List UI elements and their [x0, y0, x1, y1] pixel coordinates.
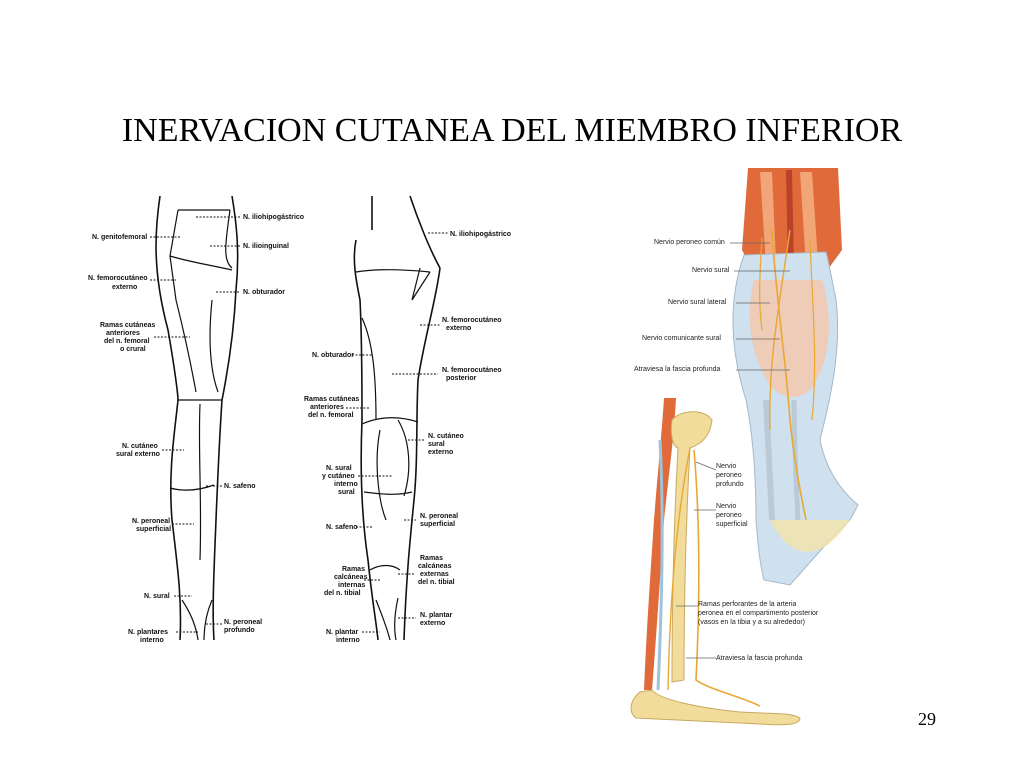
posterior-leg-drawing: [353, 195, 441, 641]
label-del-n-femoral: del n. femoral: [104, 338, 150, 345]
label-vasos-tibia: (vasos en la tibia y a su alrededor): [698, 619, 805, 626]
label-safeno-post: N. safeno: [326, 524, 358, 531]
label-interno: interno: [334, 481, 358, 488]
label-del-n-femoral-post: del n. femoral: [308, 412, 354, 419]
anterior-labels-right: N. iliohipogástrico N. ilioinguinal N. o…: [196, 214, 304, 634]
label-calcaneas-ext: calcáneas: [418, 563, 452, 570]
label-peroneal: N. peroneal: [132, 518, 170, 525]
label-safeno: N. safeno: [224, 483, 256, 490]
label-femorocutaneo-posterior: N. femorocutáneo: [442, 367, 502, 374]
label-superficial-side: superficial: [716, 521, 748, 528]
label-del-n-tibial-int: del n. tibial: [324, 590, 361, 597]
label-genitofemoral: N. genitofemoral: [92, 234, 147, 241]
label-iliohipogastrico: N. iliohipogástrico: [243, 214, 304, 221]
label-nervio-1: Nervio: [716, 463, 736, 470]
label-ilioinguinal: N. ilioinguinal: [243, 243, 289, 250]
label-ramas-externas: Ramas: [420, 555, 443, 562]
label-cutaneo: N. cutáneo: [122, 443, 158, 450]
label-anteriores-post: anteriores: [310, 404, 344, 411]
label-externas: externas: [420, 571, 449, 578]
label-femorocutaneo-post: N. femorocutáneo: [442, 317, 502, 324]
anterior-labels-left: N. genitofemoral N. femorocutáneo extern…: [88, 234, 198, 644]
label-del-n-tibial-ext: del n. tibial: [418, 579, 455, 586]
label-plantar-externo-2: externo: [420, 620, 445, 627]
label-calcaneas-int: calcáneas: [334, 574, 368, 581]
label-sural: N. sural: [144, 593, 170, 600]
label-profundo: profundo: [224, 627, 255, 634]
label-plantares: N. plantares: [128, 629, 168, 636]
label-plantar-interno-2: interno: [336, 637, 360, 644]
label-nervio-comunicante-sural: Nervio comunicante sural: [642, 335, 721, 342]
label-femorocutaneo: N. femorocutáneo: [88, 275, 148, 282]
label-obturador: N. obturador: [243, 289, 285, 296]
label-peroneal-profundo: N. peroneal: [224, 619, 262, 626]
label-externo-right: externo: [428, 449, 453, 456]
label-atraviesa-fascia: Atraviesa la fascia profunda: [634, 366, 720, 373]
lateral-leg-labels: Nervio peroneo profundo Nervio peroneo s…: [676, 461, 819, 662]
label-sural-right: sural: [428, 441, 445, 448]
calf-labels: Nervio peroneo común Nervio sural Nervio…: [634, 239, 790, 373]
label-o-crural: o crural: [120, 346, 146, 353]
anterior-leg-drawing: [155, 195, 239, 641]
label-peronea-compartimento: peronea en el compartimento posterior: [698, 610, 819, 617]
label-ramas-cutaneas: Ramas cutáneas: [100, 322, 155, 329]
label-sural-post: N. sural: [326, 465, 352, 472]
label-sural-2: sural: [338, 489, 355, 496]
label-cutaneo-post: N. cutáneo: [428, 433, 464, 440]
lateral-leg-illustration: [630, 398, 801, 726]
label-nervio-2: Nervio: [716, 503, 736, 510]
label-obturador-post: N. obturador: [312, 352, 354, 359]
label-plantares-interno: interno: [140, 637, 164, 644]
label-nervio-sural-lateral: Nervio sural lateral: [668, 299, 727, 306]
label-profundo-side: profundo: [716, 481, 744, 488]
label-ramas-internas: Ramas: [342, 566, 365, 573]
label-plantar-externo: N. plantar: [420, 612, 453, 619]
label-y-cutaneo: y cutáneo: [322, 473, 355, 480]
label-nervio-peroneo-comun: Nervio peroneo común: [654, 239, 725, 246]
label-femorocutaneo-externo-post: externo: [446, 325, 471, 332]
label-ramas-perforantes: Ramas perforantes de la arteria: [698, 601, 797, 608]
label-iliohipogastrico-post: N. iliohipogástrico: [450, 231, 511, 238]
posterior-labels-left: N. obturador Ramas cutáneas anteriores d…: [304, 352, 392, 644]
label-nervio-sural: Nervio sural: [692, 267, 730, 274]
label-sural-externo: sural externo: [116, 451, 160, 458]
calf-illustration: [732, 168, 859, 586]
label-ramas-cutaneas-post: Ramas cutáneas: [304, 396, 359, 403]
label-internas: internas: [338, 582, 365, 589]
label-peroneal-superficial: superficial: [136, 526, 171, 533]
label-femorocutaneo-externo: externo: [112, 284, 137, 291]
label-plantar-interno: N. plantar: [326, 629, 359, 636]
page-number: 29: [918, 709, 936, 729]
label-peroneo-2: peroneo: [716, 512, 742, 519]
slide-title: INERVACION CUTANEA DEL MIEMBRO INFERIOR: [121, 112, 903, 149]
label-anteriores: anteriores: [106, 330, 140, 337]
label-peroneal-post: N. peroneal: [420, 513, 458, 520]
label-posterior: posterior: [446, 375, 477, 382]
label-atraviesa-fascia-side: Atraviesa la fascia profunda: [716, 655, 802, 662]
label-peroneal-superficial-post: superficial: [420, 521, 455, 528]
label-peroneo-1: peroneo: [716, 472, 742, 479]
posterior-labels-right: N. iliohipogástrico N. femorocutáneo ext…: [392, 231, 511, 627]
